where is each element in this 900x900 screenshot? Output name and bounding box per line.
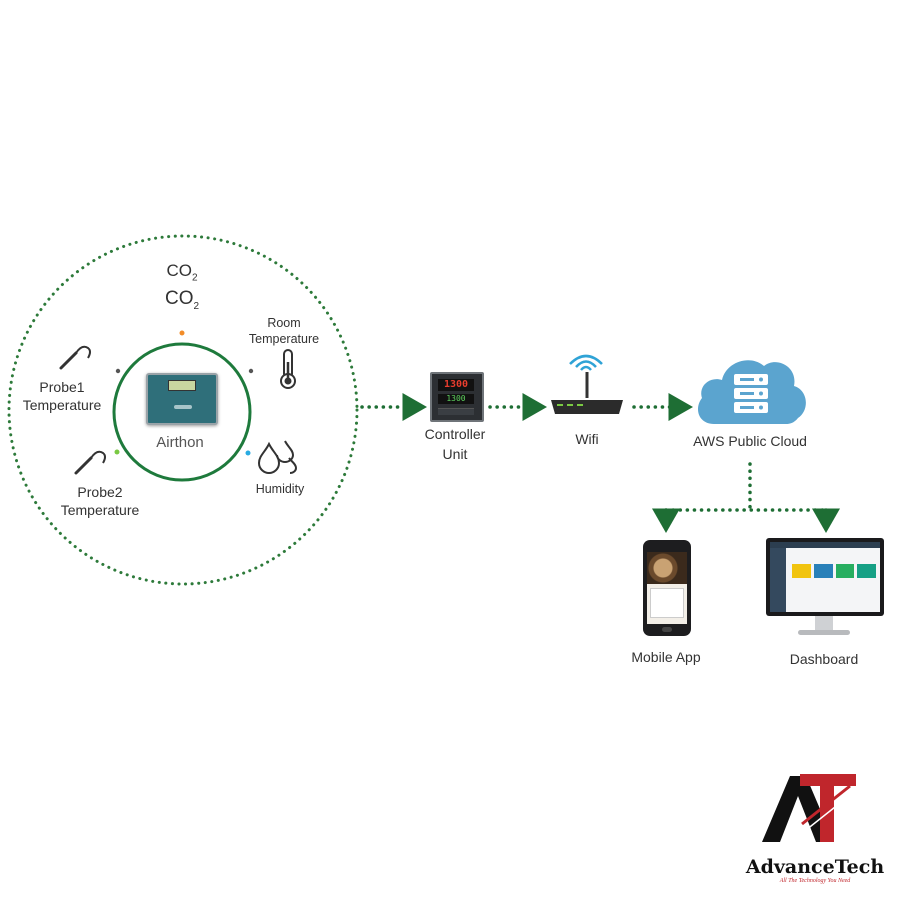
probe2-icon [74, 450, 106, 475]
probe2-temperature-label: Probe2 Temperature [60, 484, 140, 518]
wifi-router-icon [551, 372, 623, 414]
mobile-phone-device [643, 540, 691, 636]
dashboard-monitor-base [798, 630, 850, 635]
humidity-label: Humidity [255, 482, 305, 496]
sensor-device-screen [168, 380, 196, 391]
mobile-screen [647, 552, 687, 624]
controller-display-top: 1300 [438, 379, 474, 391]
mobile-screen-card [650, 588, 684, 618]
probe1-icon [59, 345, 91, 370]
mobile-home-button [662, 627, 672, 632]
controller-display-bottom: 1300 [438, 394, 474, 404]
cloud-icon [698, 360, 806, 424]
mobile-app-label: Mobile App [631, 649, 701, 665]
controller-unit-device: 1300 1300 [430, 372, 484, 422]
wifi-signal-icon [569, 354, 603, 371]
dashboard-screen-topbar [770, 542, 880, 548]
controller-unit-label: Controller Unit [424, 426, 486, 462]
co2-label-top: CO2 [166, 261, 198, 284]
room-temperature-label: Room Temperature [248, 316, 320, 346]
dashboard-label: Dashboard [789, 651, 859, 667]
dashboard-monitor [766, 538, 884, 616]
dashboard-screen-tiles [792, 564, 876, 578]
dashboard-screen [770, 542, 880, 612]
sensor-device [146, 373, 218, 425]
controller-buttons [438, 408, 474, 415]
dashboard-screen-sidebar [770, 548, 786, 612]
brand-name: AdvanceTech [745, 856, 885, 878]
humidity-drops-icon [257, 440, 298, 475]
wifi-label: Wifi [575, 431, 599, 447]
mobile-screen-image [647, 552, 687, 584]
thermometer-icon [280, 349, 296, 389]
co2-label-bottom: CO2 [164, 288, 200, 312]
sensor-device-logo [174, 405, 192, 409]
dashboard-monitor-stand [815, 616, 833, 630]
advancetech-logo-mark [762, 774, 856, 842]
probe1-temperature-label: Probe1 Temperature [22, 379, 102, 413]
brand-tagline: All The Technology You Need [779, 878, 851, 884]
sensor-device-label: Airthon [156, 434, 204, 448]
cloud-label: AWS Public Cloud [693, 433, 807, 449]
